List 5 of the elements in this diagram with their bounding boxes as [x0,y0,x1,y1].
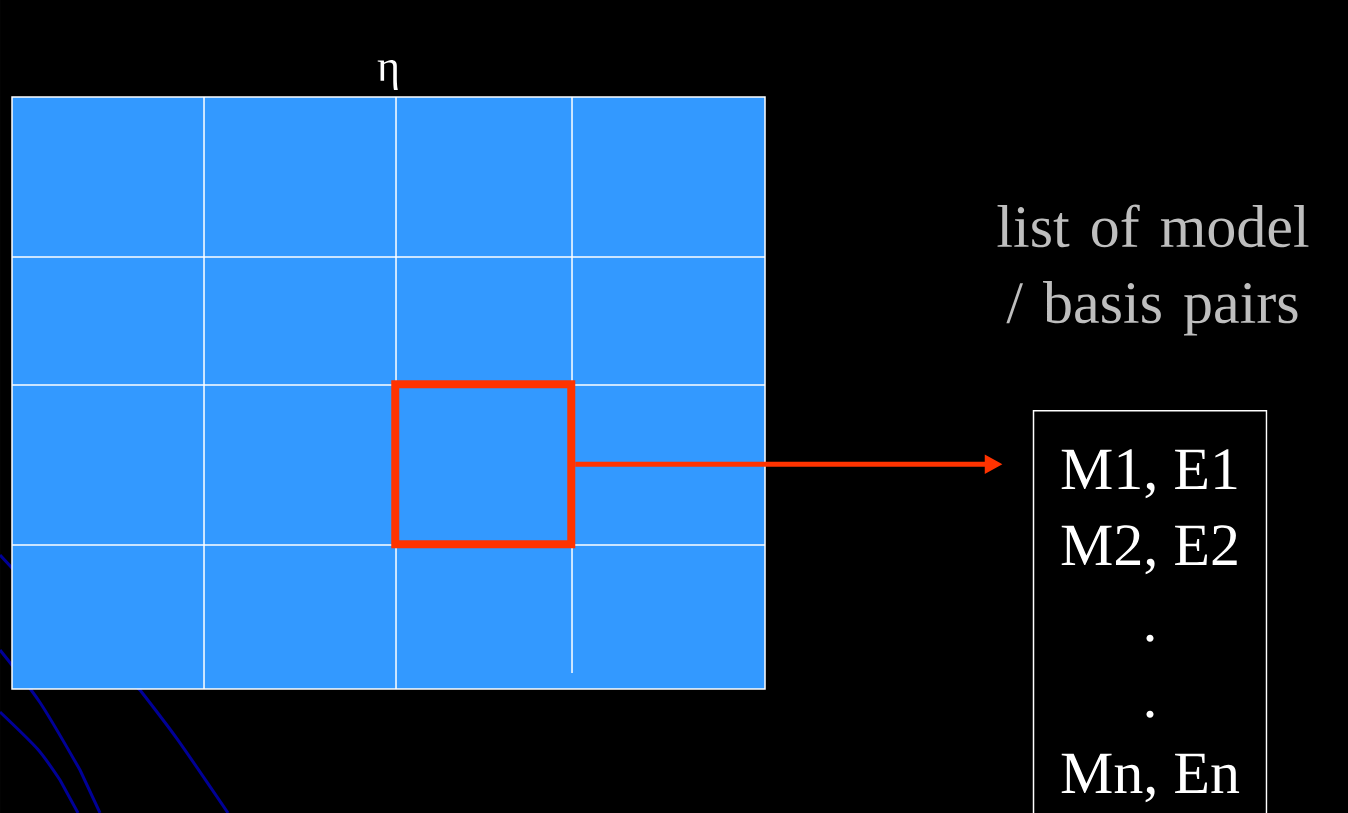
highlight-box [391,380,576,549]
grid-drawing: η [11,59,766,690]
heading-text: list of model / basis pairs [997,204,1309,336]
node-label: η [377,59,398,91]
list-box: M1, E1 M2, E2 . . Mn, En [1032,410,1268,813]
